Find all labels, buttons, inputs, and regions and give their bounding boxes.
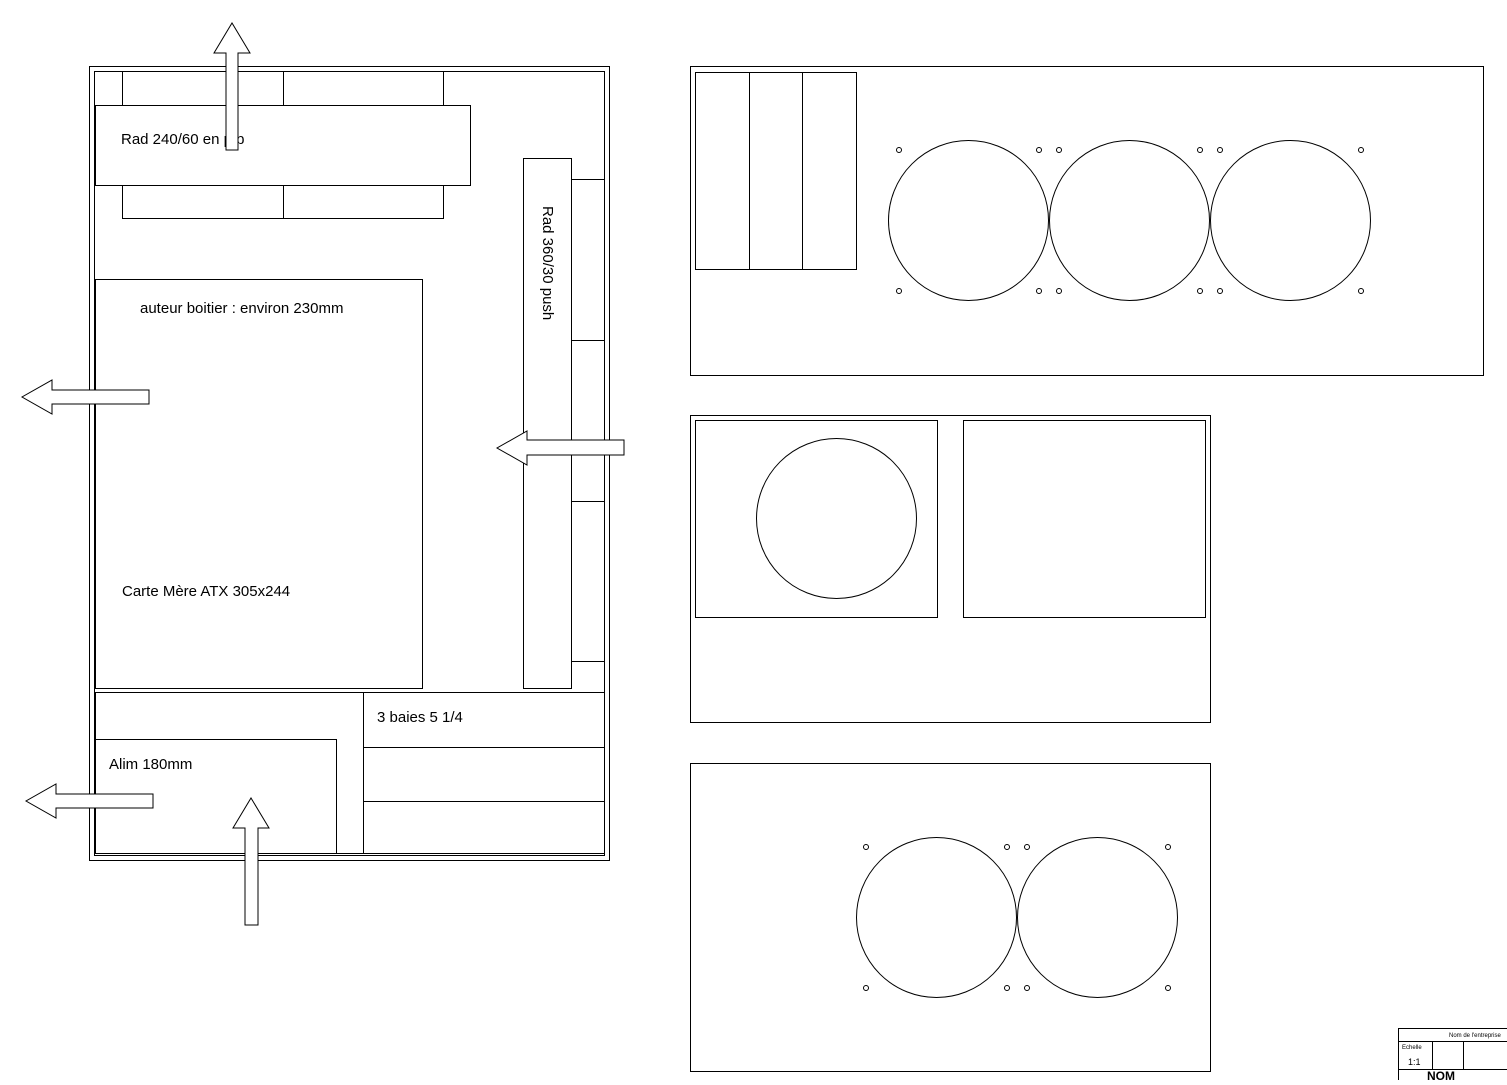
top-fan-left-lower (123, 186, 284, 219)
rear-panel-right-area (964, 421, 1206, 618)
mount-holes-360 (897, 148, 1364, 294)
panel-360-outline (691, 67, 1484, 376)
title-block-scale-label: Echelle (1402, 1045, 1422, 1051)
top-radiator: Rad 240/60 en p/p (96, 72, 471, 219)
title-block-company: Nom de l'entreprise (1449, 1033, 1501, 1039)
panel-240-view (691, 764, 1211, 1072)
case-inner-border (95, 72, 605, 856)
side-radiator-label: Rad 360/30 push (539, 206, 556, 320)
panel-360-view (691, 67, 1484, 376)
bay-cage-front (696, 73, 857, 270)
psu-intake-arrow (233, 798, 269, 925)
top-fan-right-upper (284, 72, 444, 106)
motherboard-label: Carte Mère ATX 305x244 (122, 583, 290, 600)
title-block-scale-value: 1:1 (1408, 1057, 1421, 1067)
fan-hole-360-1 (889, 141, 1049, 301)
case-side-view: Rad 240/60 en p/p Rad 360/30 push auteur… (22, 23, 624, 925)
title-block: Nom de l'entreprise Echelle 1:1 NOM (1399, 1029, 1507, 1081)
rear-panel-left-area (696, 421, 938, 618)
side-fan-2 (572, 341, 605, 502)
bays-label: 3 baies 5 1/4 (377, 709, 463, 726)
side-radiator: Rad 360/30 push (524, 159, 605, 689)
fan-hole-240-2 (1018, 838, 1178, 998)
motherboard: auteur boitier : environ 230mm Carte Mèr… (96, 280, 423, 689)
rear-fan-hole (757, 439, 917, 599)
panel-240-outline (691, 764, 1211, 1072)
lower-compartment-outline (96, 693, 605, 854)
side-fan-1 (572, 180, 605, 341)
fan-hole-360-2 (1050, 141, 1210, 301)
rear-panel-outline (691, 416, 1211, 723)
top-fan-right-lower (284, 186, 444, 219)
psu-label: Alim 180mm (109, 756, 192, 773)
motherboard-outline (96, 280, 423, 689)
rear-exhaust-arrow (22, 380, 149, 414)
rear-panel-view (691, 416, 1211, 723)
side-fan-3 (572, 502, 605, 662)
title-block-name: NOM (1427, 1069, 1455, 1080)
case-height-note: auteur boitier : environ 230mm (140, 300, 343, 317)
top-fan-left-upper (123, 72, 284, 106)
fan-hole-360-3 (1211, 141, 1371, 301)
lower-compartment: 3 baies 5 1/4 Alim 180mm (96, 693, 605, 854)
fan-hole-240-1 (857, 838, 1017, 998)
